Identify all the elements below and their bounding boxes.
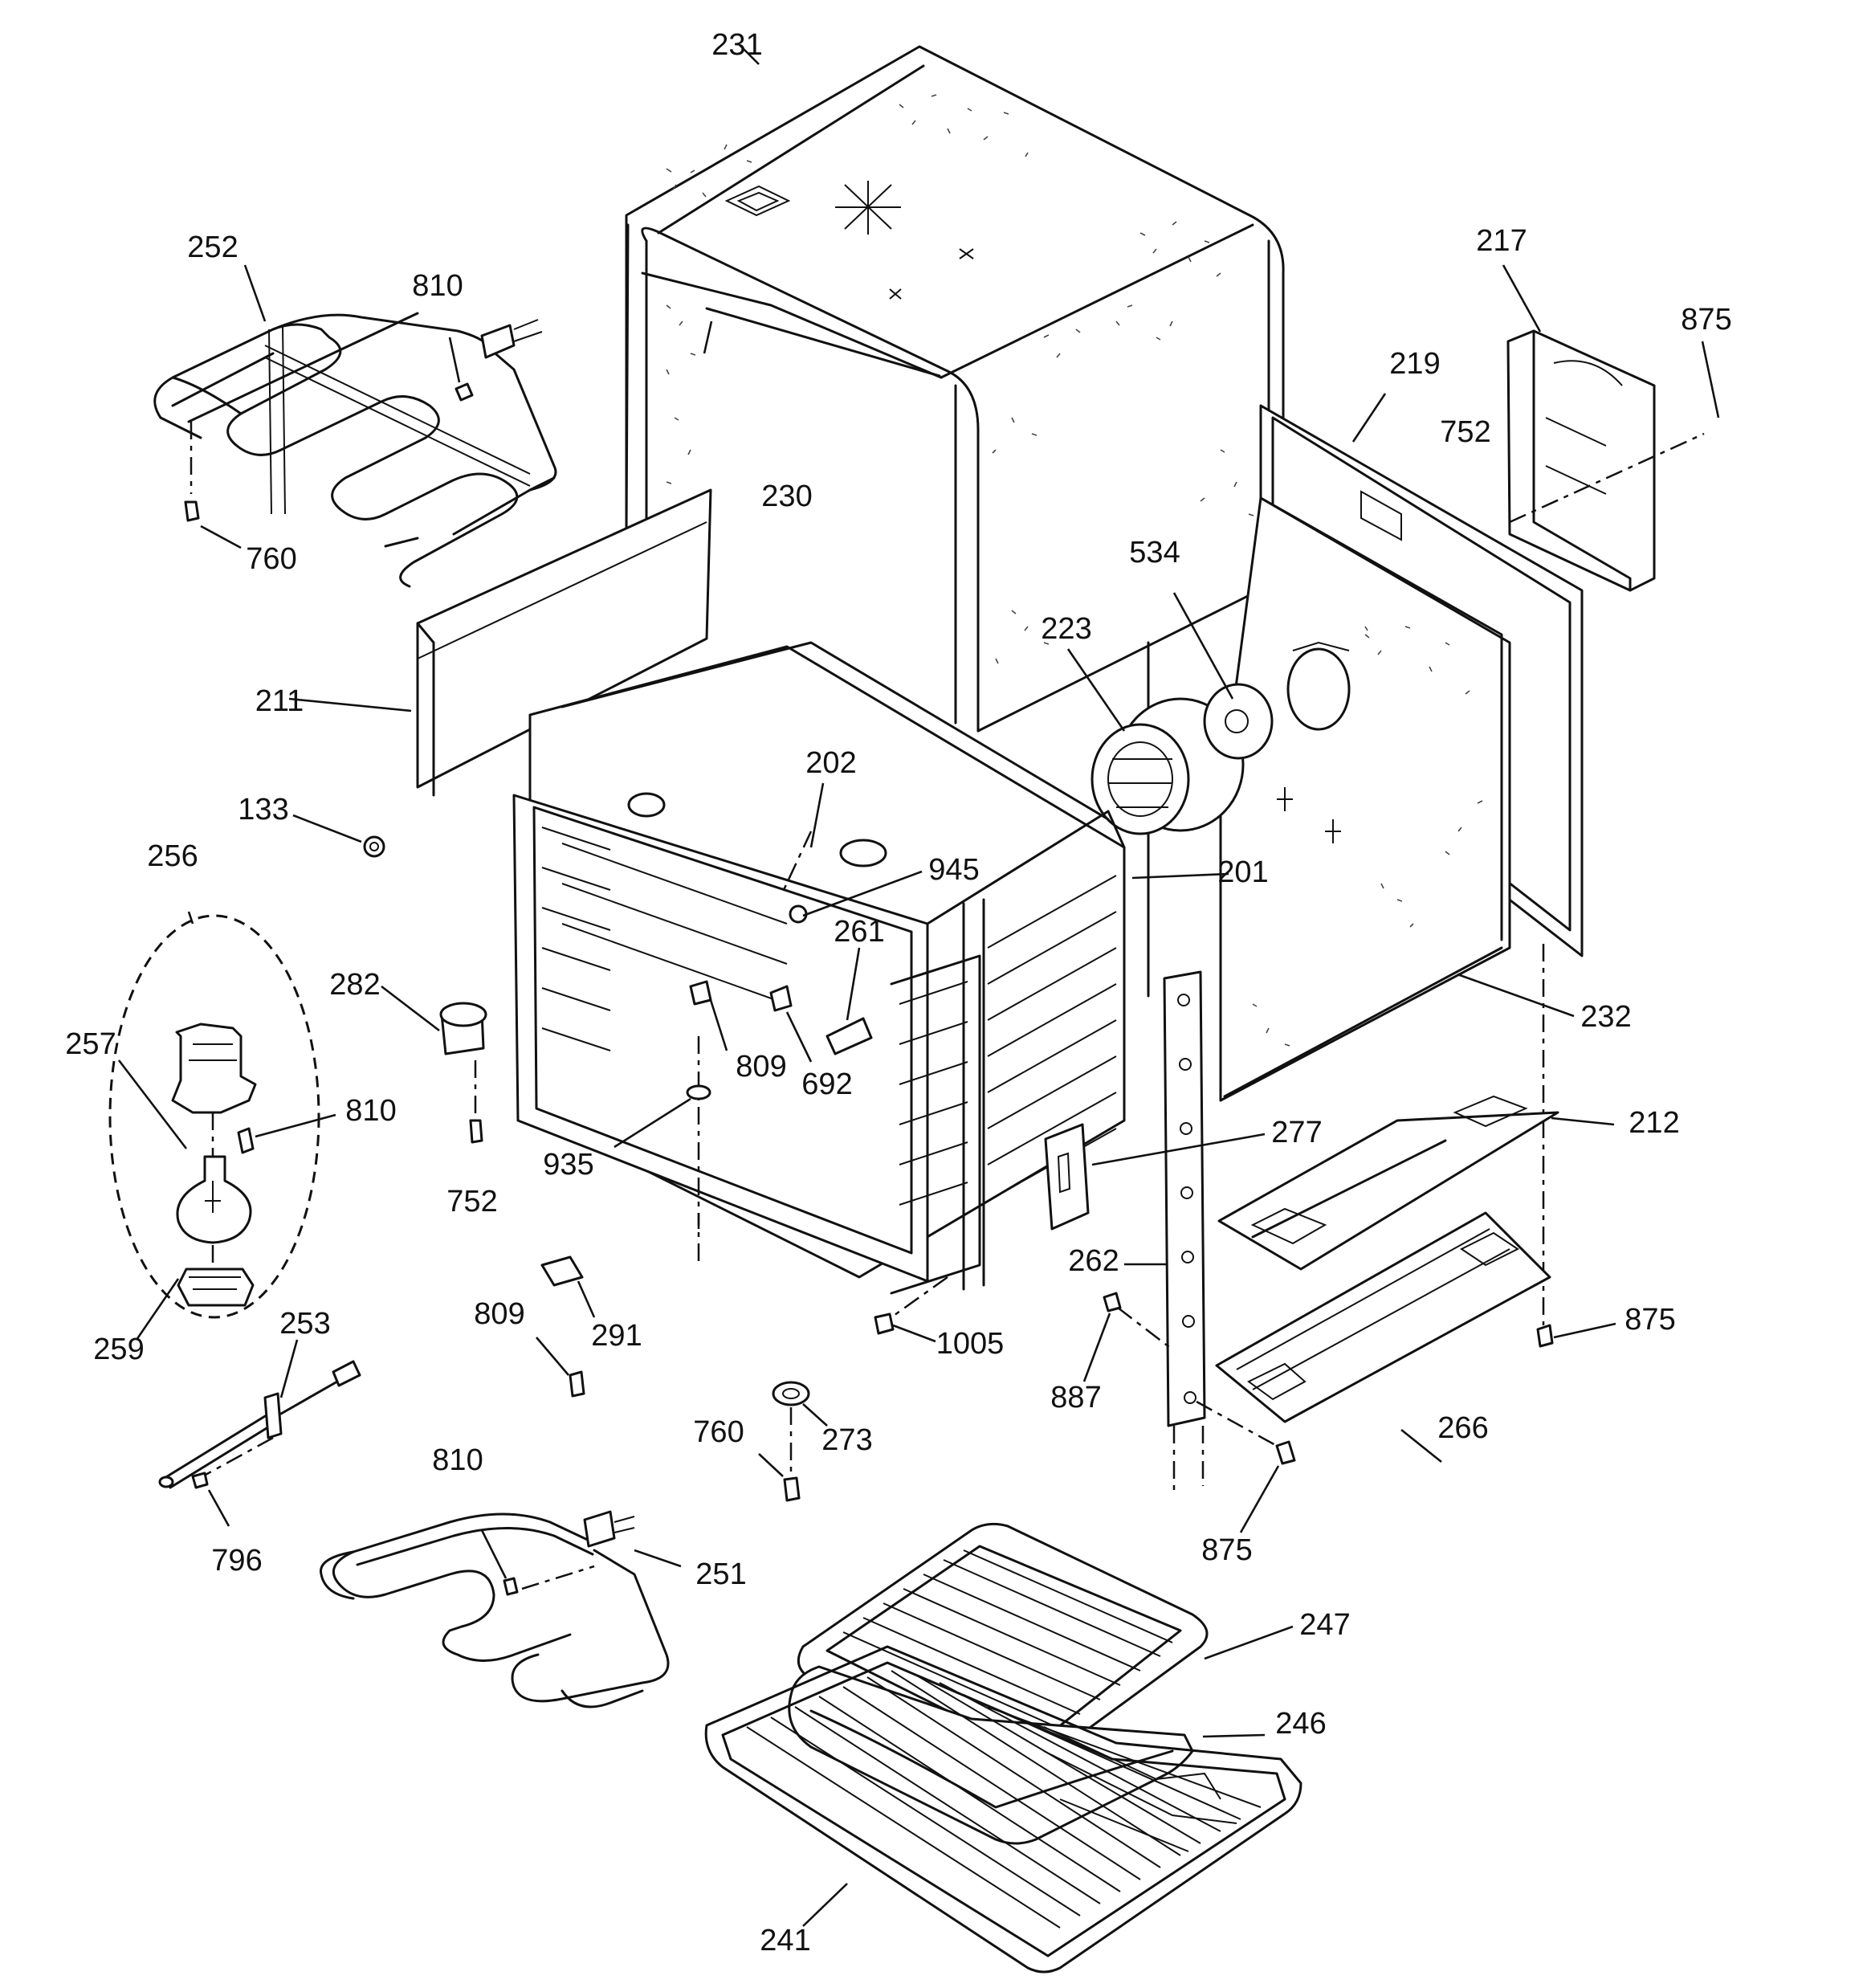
leader-202	[809, 782, 825, 848]
light-assembly-part	[108, 911, 336, 1341]
label-257: 257	[65, 1027, 116, 1061]
convection-fan-part	[1066, 592, 1274, 835]
label-810-light: 810	[345, 1094, 396, 1128]
hinge-strip-part	[1124, 970, 1206, 1494]
label-252: 252	[187, 231, 238, 264]
label-875-top: 875	[1681, 303, 1731, 337]
label-202: 202	[805, 746, 856, 780]
probe-jack-261-part	[826, 947, 873, 1055]
label-692: 692	[801, 1067, 852, 1101]
label-253: 253	[279, 1307, 330, 1341]
rear-bracket-part	[1502, 264, 1720, 592]
label-887: 887	[1050, 1381, 1101, 1414]
label-133: 133	[238, 793, 288, 827]
door-latch-part	[1044, 1123, 1266, 1231]
label-256: 256	[147, 839, 198, 873]
label-217: 217	[1476, 224, 1527, 258]
label-212: 212	[1629, 1106, 1679, 1140]
inner-box-part	[1147, 496, 1575, 1325]
label-232: 232	[1580, 1000, 1631, 1034]
label-246: 246	[1275, 1707, 1326, 1741]
label-259: 259	[93, 1333, 144, 1366]
oven-cavity-part	[512, 641, 1229, 1319]
label-211: 211	[255, 684, 304, 718]
label-875-right: 875	[1625, 1303, 1675, 1337]
screw-692-part	[769, 985, 813, 1063]
label-261: 261	[834, 915, 884, 949]
base-plate-part	[1215, 1211, 1551, 1463]
label-935: 935	[543, 1148, 593, 1182]
label-534: 534	[1129, 536, 1180, 569]
label-809-lower: 809	[474, 1297, 524, 1331]
outer-wrapper-part	[625, 43, 1285, 733]
bake-element-part	[320, 1510, 682, 1708]
label-760-top: 760	[246, 542, 296, 576]
label-810-bake: 810	[432, 1443, 483, 1477]
label-1005: 1005	[936, 1327, 1005, 1361]
label-231: 231	[711, 28, 762, 62]
screw-809-cavity-part	[614, 980, 728, 1149]
label-230: 230	[761, 480, 812, 513]
label-277: 277	[1271, 1116, 1322, 1149]
clip-291-part	[536, 1255, 596, 1398]
broil-element-part	[153, 264, 557, 588]
label-810-top: 810	[412, 269, 463, 303]
label-752-top: 752	[1440, 415, 1490, 449]
label-241: 241	[760, 1924, 810, 1957]
grommet-133-part	[292, 814, 385, 858]
label-945: 945	[928, 853, 979, 887]
lamp-socket-282-part	[381, 985, 487, 1144]
label-273: 273	[821, 1423, 872, 1457]
label-291: 291	[591, 1319, 642, 1353]
label-251: 251	[695, 1557, 746, 1591]
label-201: 201	[1217, 855, 1268, 889]
screw-1005-part	[874, 1312, 936, 1343]
leader-945	[802, 870, 923, 917]
side-panel-part	[288, 488, 712, 797]
label-219: 219	[1389, 347, 1440, 381]
label-796: 796	[211, 1544, 262, 1578]
label-282: 282	[329, 968, 380, 1002]
label-752-bottom: 752	[446, 1185, 497, 1219]
screw-887-part	[1082, 1292, 1173, 1382]
label-266: 266	[1437, 1411, 1488, 1445]
label-760-lower: 760	[693, 1415, 744, 1449]
label-875-bottom: 875	[1201, 1533, 1252, 1567]
screw-875-bottom-part	[1196, 1400, 1296, 1533]
label-809-cavity: 809	[736, 1050, 786, 1084]
screw-810-top-part	[448, 337, 474, 402]
oven-rack-part	[704, 1645, 1302, 1974]
label-223: 223	[1041, 612, 1091, 646]
label-247: 247	[1299, 1608, 1350, 1642]
part-labels: 231 252 810 230 760 217 875 219 752 534 …	[65, 28, 1731, 1957]
bottom-tray-part	[1217, 1095, 1615, 1271]
cover-273-part	[758, 1381, 828, 1502]
screw-875-right-part	[1536, 1322, 1616, 1348]
label-262: 262	[1068, 1244, 1119, 1278]
temperature-sensor-253-part	[158, 1339, 361, 1527]
